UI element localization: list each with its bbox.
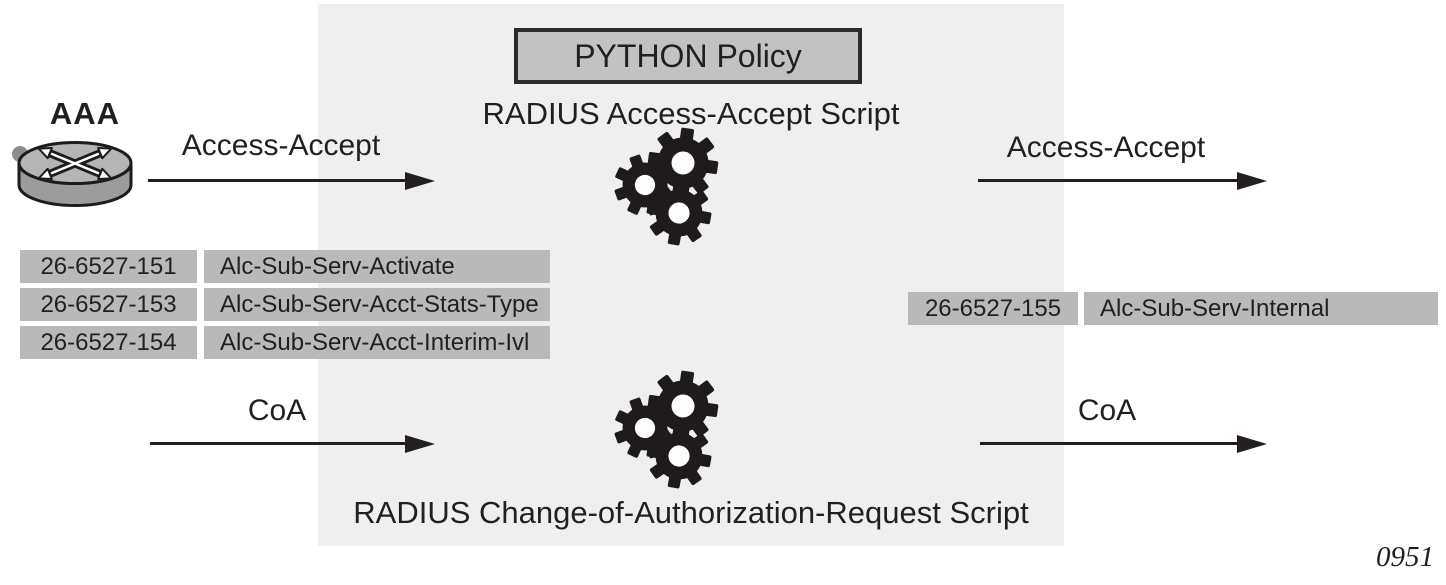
coa-label-left: CoA	[247, 394, 307, 427]
attribute-code-cell: 26-6527-151	[20, 250, 197, 283]
coa-arrow-right	[980, 442, 1237, 445]
access-accept-arrow-left	[148, 179, 405, 182]
attribute-name-cell: Alc-Sub-Serv-Internal	[1084, 292, 1438, 325]
python-policy-title-box: PYTHON Policy	[514, 28, 862, 84]
access-accept-arrow-right	[978, 179, 1237, 182]
attribute-code-cell: 26-6527-153	[20, 288, 197, 321]
access-accept-script-label: RADIUS Access-Accept Script	[482, 96, 900, 131]
access-accept-label-left: Access-Accept	[181, 129, 381, 162]
attribute-code-cell: 26-6527-155	[908, 292, 1078, 325]
router-disk-icon	[12, 141, 133, 207]
gears-icon	[604, 370, 728, 494]
access-accept-label-right: Access-Accept	[1006, 131, 1206, 164]
coa-request-script-label: RADIUS Change-of-Authorization-Request S…	[353, 495, 1029, 530]
coa-arrow-left	[150, 442, 405, 445]
coa-label-right: CoA	[1077, 394, 1137, 427]
attribute-code-cell: 26-6527-154	[20, 326, 197, 359]
figure-number: 0951	[1376, 541, 1434, 573]
attribute-name-cell: Alc-Sub-Serv-Acct-Interim-Ivl	[204, 326, 550, 359]
python-policy-title: PYTHON Policy	[574, 37, 802, 74]
attribute-name-cell: Alc-Sub-Serv-Activate	[204, 250, 550, 283]
attribute-name-cell: Alc-Sub-Serv-Acct-Stats-Type	[204, 288, 550, 321]
gears-icon	[604, 127, 728, 251]
aaa-server-label: AAA	[49, 96, 121, 131]
